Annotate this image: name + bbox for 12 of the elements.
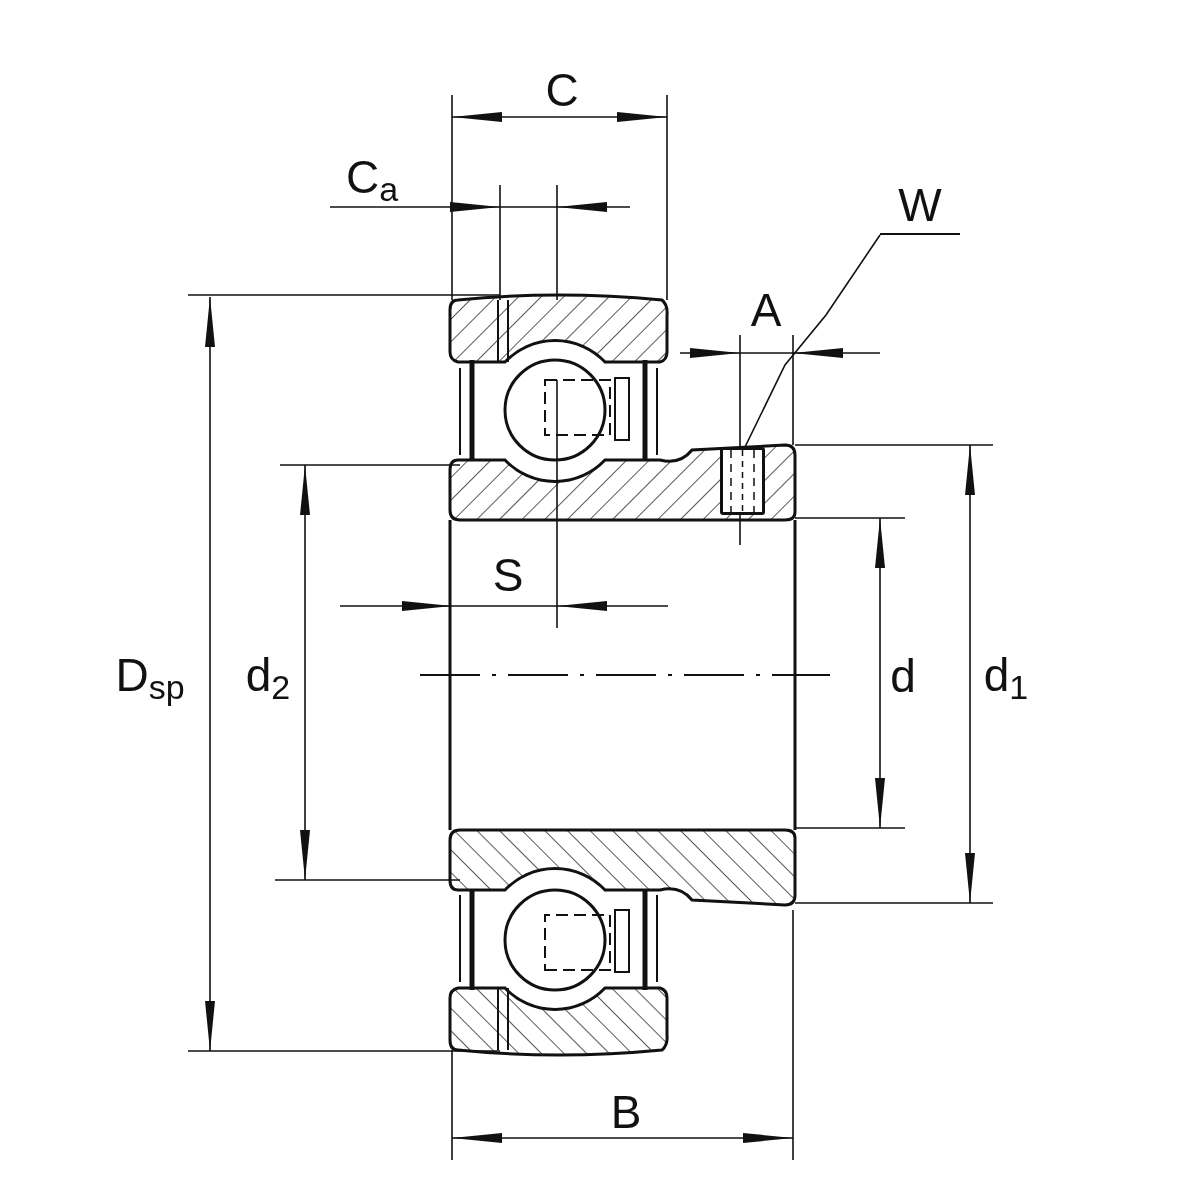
dimension-label: d$_{2}$ <box>245 651 291 705</box>
leader-line <box>744 234 881 448</box>
dimension-label: B <box>610 1089 642 1135</box>
dimension-label: D$_{sp}$ <box>115 651 185 705</box>
dimension-label: S <box>492 552 524 598</box>
dimension-label: C <box>545 67 579 113</box>
callout-label: W <box>880 182 960 235</box>
dimension-label: d <box>890 653 916 699</box>
dimension-label: A <box>750 287 782 333</box>
dimension-label: C$_{a}$ <box>345 153 399 207</box>
set-screw <box>720 447 765 515</box>
dimension-label: d$_{1}$ <box>983 651 1029 705</box>
